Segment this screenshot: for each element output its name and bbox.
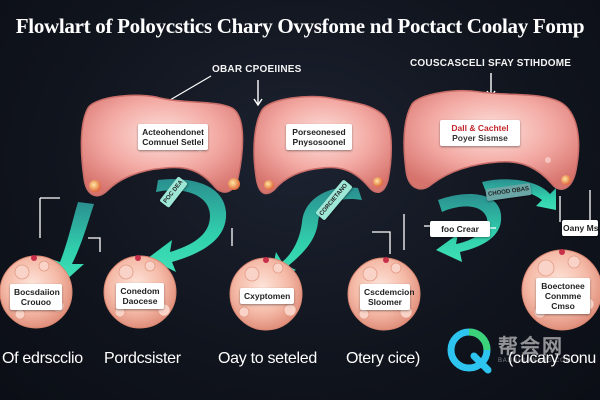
follicle-label-3: Cxyptomen: [240, 288, 294, 304]
organ-label-1-line1: Acteohendonet: [142, 127, 204, 137]
teal-arrow-1: [48, 202, 94, 282]
organ-nodules: [89, 175, 571, 192]
top-arrow-left: [253, 80, 263, 107]
teal-arrow-3: [270, 187, 362, 282]
caption-5: (cucary sonu: [508, 350, 596, 367]
organ-label-3-line1: Dall & Cachtel: [451, 123, 509, 133]
top-label-right: COUSCASCELI SFAY STIHDOME: [410, 58, 572, 69]
organ-label-3: Dall & Cachtel Poyer Sismse: [440, 120, 520, 146]
follicle-label-5: Boectonee Conmme Cmso: [536, 278, 590, 314]
caption-4: Otery cice): [346, 350, 421, 367]
watermark-logo-icon: [447, 328, 492, 374]
follicle-label-4: Cscdemcion Sloomer: [360, 284, 415, 310]
organ-label-1-line2: Comnuel Setlel: [142, 137, 204, 147]
pointer-line-left: [169, 75, 212, 101]
side-label-1: foo Crear: [430, 221, 490, 237]
organ-label-3-line2: Poyer Sismse: [452, 133, 508, 143]
organ-label-1: Acteohendonet Comnuel Setlel: [138, 124, 208, 150]
diagram-title: Flowlart of Poloycstics Chary Ovysfome n…: [15, 14, 585, 38]
organ-label-2: Porseonesed Pnysosoonel: [286, 124, 352, 150]
follicle-label-2: Conedom Daocese: [116, 283, 164, 309]
side-label-2: Oany Msso: [562, 220, 600, 236]
caption-1: Of edrscclio: [2, 350, 83, 367]
connector-lines: [39, 190, 591, 254]
watermark-text: 帮会网: [498, 336, 564, 358]
teal-arrow-2: [148, 179, 227, 272]
top-label-left: OBAR CPOEIINES: [212, 64, 302, 75]
follicle-label-1: Bocsdaiion Crouoo: [10, 284, 62, 310]
organ-label-2-line2: Pnysosoonel: [292, 137, 346, 147]
caption-2: Pordcsister: [104, 350, 181, 367]
teal-arrow-4: [436, 194, 502, 262]
caption-3: Oay to seteled: [218, 350, 317, 367]
organ-label-2-line1: Porseonesed: [292, 127, 346, 137]
watermark-subtext: BANGHUIWANG.COM: [498, 358, 572, 364]
